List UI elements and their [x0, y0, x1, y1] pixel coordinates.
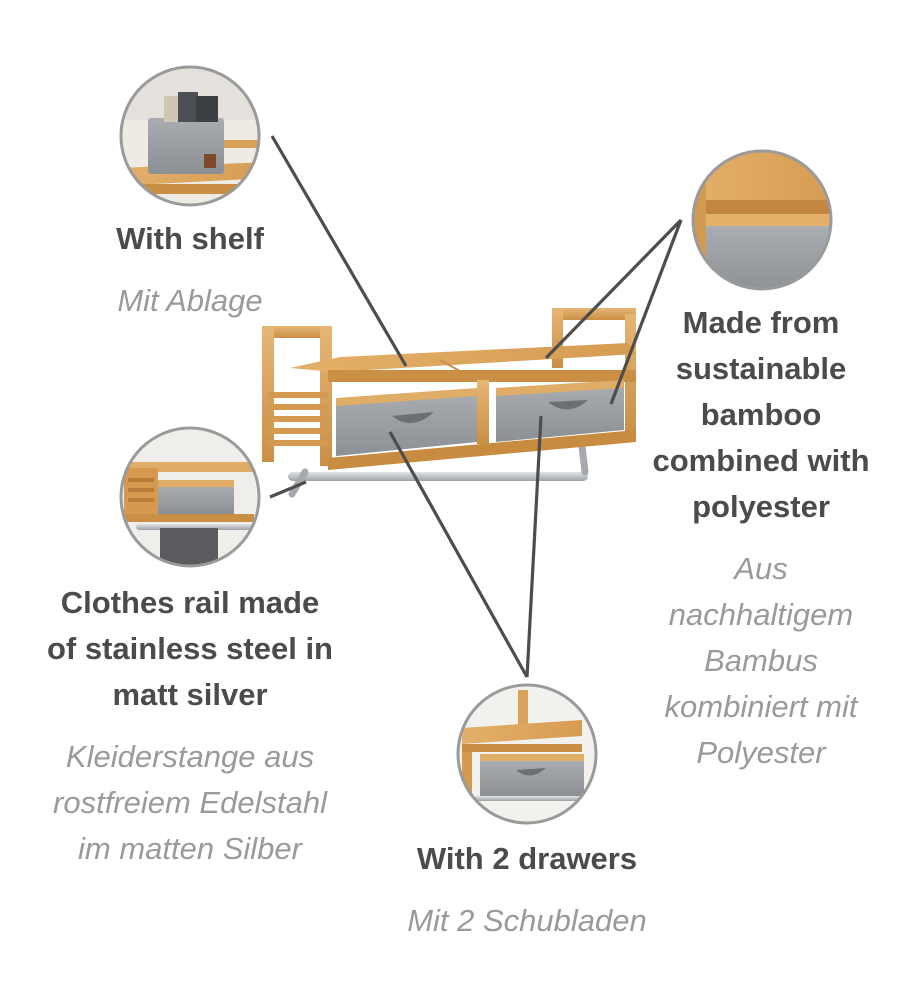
clothes-rail [288, 442, 589, 498]
drawers-feature-title: With 2 drawers [416, 841, 638, 876]
bamboo-material-detail-photo [691, 149, 833, 291]
material-feature-title: Made from sustainable bamboo combined wi… [630, 300, 892, 530]
drawers-feature-subtitle: Mit 2 Schubladen [407, 903, 647, 938]
drawer-detail-photo [456, 683, 598, 825]
rail-title-line: Clothes rail made [60, 585, 320, 620]
rail-subtitle-line: im matten Silber [78, 831, 302, 866]
rail-feature-title: Clothes rail made of stainless steel in … [10, 580, 370, 718]
shelf-detail-photo [119, 65, 261, 207]
callout-lines [269, 135, 683, 678]
material-title-line: bamboo [700, 397, 822, 432]
material-feature-subtitle: Aus nachhaltigem Bambus kombiniert mit P… [630, 546, 892, 776]
wall-shelf-with-drawers-image [262, 308, 636, 498]
material-title-line: polyester [692, 489, 830, 524]
material-subtitle-line: kombiniert mit [664, 689, 858, 724]
rail-title-line: of stainless steel in [47, 631, 333, 666]
shelf-feature-title: With shelf [116, 221, 264, 256]
clothes-rail-detail-photo [119, 426, 261, 568]
material-subtitle-line: Polyester [696, 735, 826, 770]
right-drawer [496, 380, 624, 442]
shelf-feature-subtitle: Mit Ablage [117, 283, 263, 318]
material-subtitle-line: Bambus [704, 643, 818, 678]
rail-title-line: matt silver [112, 677, 268, 712]
rail-subtitle-line: Kleiderstange aus [65, 739, 315, 774]
rail-feature-subtitle: Kleiderstange aus rostfreiem Edelstahl i… [10, 734, 370, 872]
rail-subtitle-line: rostfreiem Edelstahl [53, 785, 327, 820]
material-title-line: Made from [682, 305, 840, 340]
material-subtitle-line: Aus [734, 551, 788, 586]
material-title-line: combined with [652, 443, 870, 478]
left-drawer [336, 388, 477, 456]
material-title-line: sustainable [675, 351, 847, 386]
material-subtitle-line: nachhaltigem [668, 597, 854, 632]
